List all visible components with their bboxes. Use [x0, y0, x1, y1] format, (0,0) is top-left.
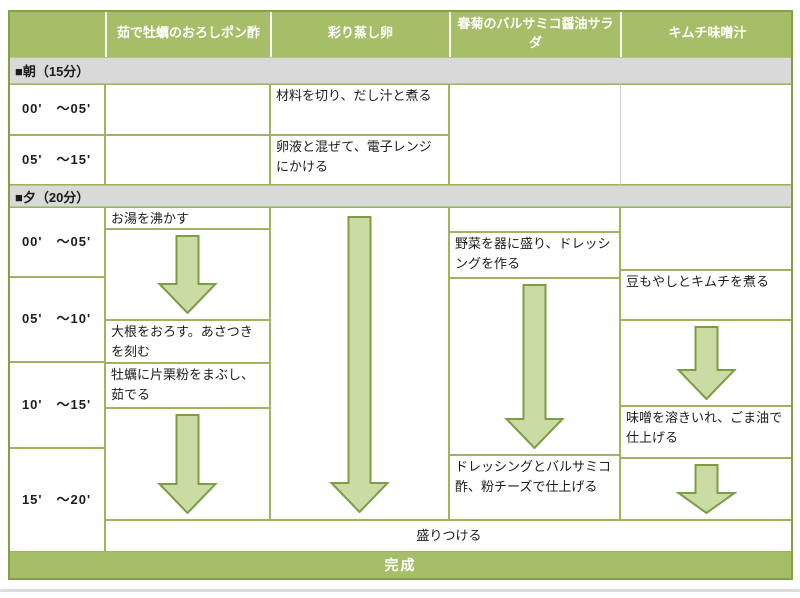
step-cell-salad-finish: ドレッシングとバルサミコ酢、粉チーズで仕上げる — [449, 455, 620, 520]
page-bottom-divider — [0, 589, 800, 592]
flow-cell — [105, 408, 270, 520]
flow-cell — [620, 458, 793, 520]
empty-cell — [449, 207, 620, 232]
step-cell-egg-morning-2: 卵液と混ぜて、電子レンジにかける — [270, 135, 449, 185]
time-cell-evening-2: 05' ～10' — [8, 277, 105, 362]
empty-cell — [449, 84, 620, 185]
time-cell-evening-1: 00' ～05' — [8, 207, 105, 277]
empty-cell — [620, 207, 793, 270]
dish-header-boiled-oyster-ponzu: 茹で牡蠣のおろしポン酢 — [105, 10, 270, 57]
empty-cell — [105, 84, 270, 135]
step-cell-egg-morning-1: 材料を切り、だし汁と煮る — [270, 84, 449, 135]
time-cell-morning-1: 00' ～05' — [8, 84, 105, 135]
complete-banner: 完成 — [8, 552, 793, 580]
header-cell-time — [8, 10, 105, 57]
section-morning: ■朝（15分） — [8, 57, 793, 84]
step-cell-oyster-grate-daikon: 大根をおろす。あさつきを刻む — [105, 320, 270, 363]
down-arrow-icon — [106, 414, 269, 514]
down-arrow-icon — [271, 216, 448, 513]
down-arrow-icon — [106, 235, 269, 314]
time-cell-evening-3: 10' ～15' — [8, 362, 105, 448]
time-cell-evening-4: 15' ～20' — [8, 448, 105, 552]
empty-cell — [105, 135, 270, 185]
time-cell-morning-2: 05' ～15' — [8, 135, 105, 185]
down-arrow-icon — [621, 326, 792, 400]
dish-header-kimchi-miso-soup: キムチ味噌汁 — [620, 10, 793, 57]
step-cell-oyster-boil-water: お湯を沸かす — [105, 207, 270, 229]
dish-header-shungiku-salad: 春菊のバルサミコ醤油サラダ — [449, 10, 620, 57]
flow-cell — [449, 278, 620, 455]
section-evening: ■夕（20分） — [8, 185, 793, 207]
down-arrow-icon — [621, 464, 792, 514]
flow-cell — [620, 320, 793, 406]
step-cell-salad-plate-dressing: 野菜を器に盛り、ドレッシングを作る — [449, 232, 620, 278]
step-cell-oyster-coat-boil: 牡蠣に片栗粉をまぶし、茹でる — [105, 363, 270, 408]
step-cell-miso-finish: 味噌を溶きいれ、ごま油で仕上げる — [620, 406, 793, 458]
dish-header-steamed-egg: 彩り蒸し卵 — [270, 10, 449, 57]
flow-cell-egg-evening — [270, 207, 449, 520]
step-cell-miso-simmer: 豆もやしとキムチを煮る — [620, 270, 793, 320]
empty-cell — [620, 84, 793, 185]
down-arrow-icon — [450, 284, 619, 449]
plating-row: 盛りつける — [105, 520, 793, 552]
flow-cell — [105, 229, 270, 320]
